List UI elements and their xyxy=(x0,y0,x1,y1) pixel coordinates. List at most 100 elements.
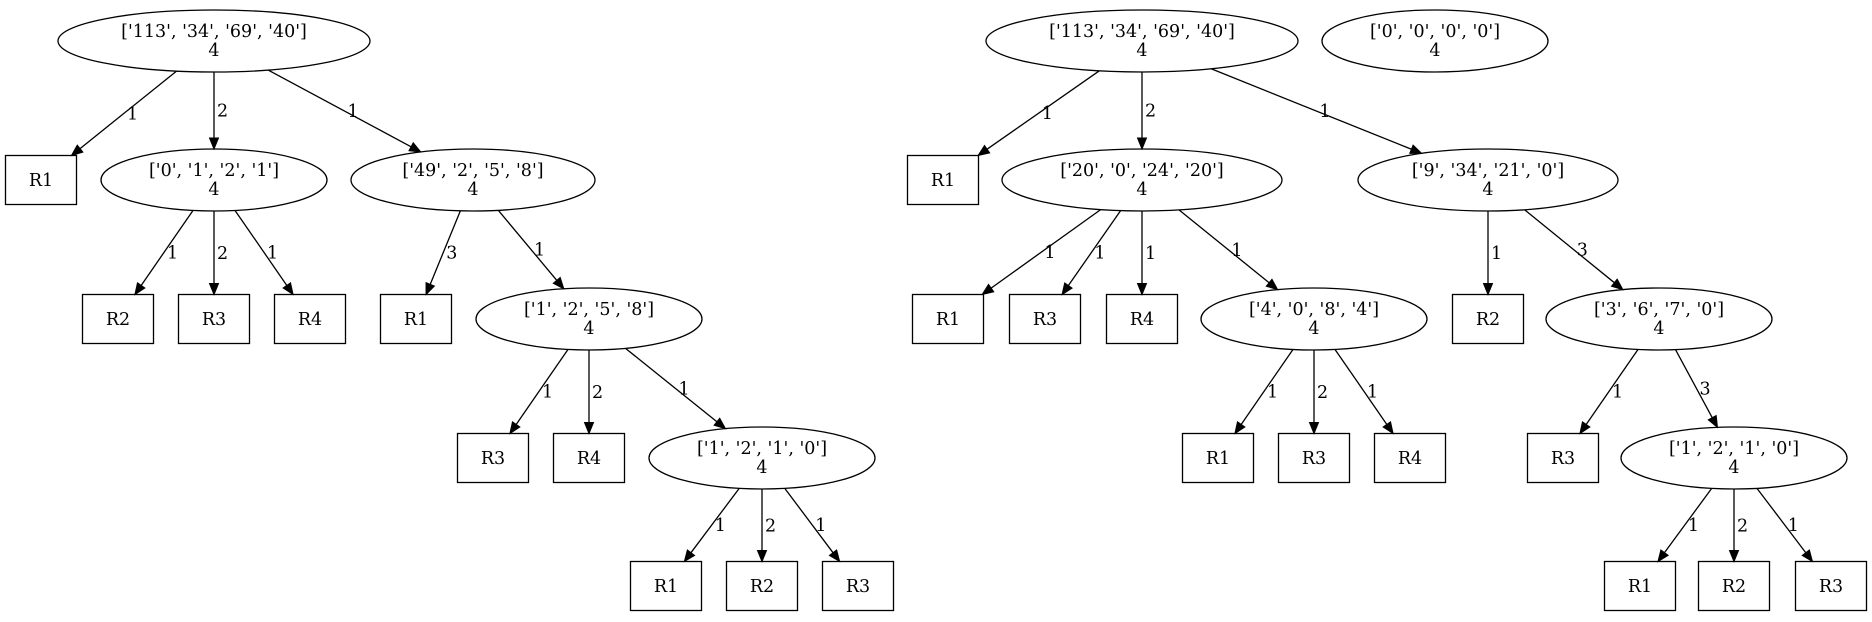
state-node-ellipse xyxy=(1620,426,1848,490)
state-node-ellipse xyxy=(1321,9,1549,73)
edge-a11-a12: 1 xyxy=(683,487,740,563)
node-a1: R1 xyxy=(4,154,78,206)
leaf-node-box xyxy=(906,154,980,206)
edge-label: 1 xyxy=(1612,382,1623,402)
edge-label: 1 xyxy=(1042,104,1053,124)
state-node-vector: ['113', '34', '69', '40'] xyxy=(1049,22,1235,42)
arrow-head xyxy=(1061,282,1073,296)
edge-line xyxy=(234,210,288,286)
leaf-node-box xyxy=(1794,560,1868,612)
arrow-head xyxy=(1136,137,1148,151)
arrow-head xyxy=(134,282,146,296)
edge-a8-a9: 1 xyxy=(509,349,569,435)
state-node-count: 4 xyxy=(1429,41,1440,61)
node-a10: R4 xyxy=(552,432,626,484)
node-b6: R4 xyxy=(1105,293,1179,345)
arrow-head xyxy=(828,549,841,563)
leaf-node-label: R1 xyxy=(931,171,955,191)
edge-label: 2 xyxy=(217,102,228,122)
leaf-node-box xyxy=(821,560,895,612)
state-node-ellipse xyxy=(985,9,1299,73)
edge-a2-a6: 1 xyxy=(234,210,294,296)
arrow-head xyxy=(509,421,521,435)
edge-line xyxy=(625,347,718,423)
node-b8: R1 xyxy=(1181,432,1255,484)
edge-label: 1 xyxy=(542,382,553,402)
edge-label: 1 xyxy=(1267,382,1278,402)
edge-line xyxy=(1334,349,1388,425)
edge-label: 1 xyxy=(267,243,278,263)
arrow-head xyxy=(713,417,727,430)
arrow-head xyxy=(583,422,595,435)
edge-label: 1 xyxy=(127,104,138,124)
node-b17: R3 xyxy=(1794,560,1868,612)
leaf-node-label: R3 xyxy=(1551,449,1575,469)
node-b10: R4 xyxy=(1373,432,1447,484)
edge-label: 1 xyxy=(1319,102,1330,122)
edge-line xyxy=(986,70,1100,150)
edge-line xyxy=(429,210,461,285)
edge-line xyxy=(497,209,558,281)
leaf-node-box xyxy=(1105,293,1179,345)
leaf-node-box xyxy=(629,560,703,612)
arrow-head xyxy=(408,141,422,153)
edge-b2-b7: 1 xyxy=(1178,209,1279,291)
state-node-vector: ['1', '2', '5', '8'] xyxy=(524,300,654,320)
edge-a3-a7: 3 xyxy=(425,210,461,296)
state-node-count: 4 xyxy=(467,180,478,200)
state-node-count: 4 xyxy=(1136,41,1147,61)
leaf-node-label: R1 xyxy=(936,310,960,330)
edge-label: 1 xyxy=(1788,516,1799,536)
edge-b7-b10: 1 xyxy=(1334,349,1394,435)
edge-a11-a14: 1 xyxy=(784,487,841,563)
edge-label: 1 xyxy=(679,380,690,400)
edge-label: 2 xyxy=(1737,516,1748,536)
arrow-head xyxy=(1234,421,1246,435)
edge-label: 2 xyxy=(1317,383,1328,403)
arrow-head xyxy=(756,550,768,563)
state-node-vector: ['49', '2', '5', '8'] xyxy=(402,161,543,181)
edge-a2-a4: 1 xyxy=(134,210,194,296)
edge-label: 1 xyxy=(534,241,545,261)
state-node-count: 4 xyxy=(1136,180,1147,200)
edge-line xyxy=(140,210,194,286)
edge-label: 3 xyxy=(1577,241,1588,261)
edge-label: 1 xyxy=(1094,244,1105,264)
edge-line xyxy=(1210,68,1412,150)
leaf-node-label: R1 xyxy=(29,171,53,191)
node-b2: ['20', '0', '24', '20']4 xyxy=(1001,148,1283,212)
edge-label: 1 xyxy=(1231,241,1242,261)
node-a13: R2 xyxy=(725,560,799,612)
edge-b14-b17: 1 xyxy=(1756,487,1814,563)
leaf-node-box xyxy=(379,293,453,345)
edge-label: 2 xyxy=(217,244,228,264)
edge-line xyxy=(990,209,1102,289)
arrow-head xyxy=(1409,144,1423,154)
leaf-node-label: R3 xyxy=(481,449,505,469)
state-node-ellipse xyxy=(648,426,876,490)
edge-b7-b8: 1 xyxy=(1234,349,1294,435)
arrow-head xyxy=(1657,549,1670,563)
arrow-head xyxy=(1382,421,1394,435)
state-node-vector: ['1', '2', '1', '0'] xyxy=(697,439,827,459)
leaf-node-label: R3 xyxy=(1819,577,1843,597)
arrow-head xyxy=(1707,414,1719,429)
arrow-head xyxy=(1136,283,1148,296)
edge-line xyxy=(1663,488,1713,554)
edge-line xyxy=(1585,349,1639,425)
arrow-head xyxy=(1579,421,1591,435)
arrow-head xyxy=(981,283,995,296)
state-node-ellipse xyxy=(57,9,371,73)
edge-line xyxy=(1067,210,1122,286)
leaf-node-box xyxy=(552,432,626,484)
edge-b12-b13: 1 xyxy=(1579,349,1639,435)
edge-label: 2 xyxy=(592,383,603,403)
edge-line xyxy=(1240,349,1294,425)
edge-line xyxy=(515,349,569,425)
leaf-node-box xyxy=(1526,432,1600,484)
edge-a11-a13: 2 xyxy=(756,489,776,563)
edge-label: 1 xyxy=(1044,243,1055,263)
edge-b0-b2: 2 xyxy=(1136,72,1156,151)
edge-label: 1 xyxy=(715,516,726,536)
